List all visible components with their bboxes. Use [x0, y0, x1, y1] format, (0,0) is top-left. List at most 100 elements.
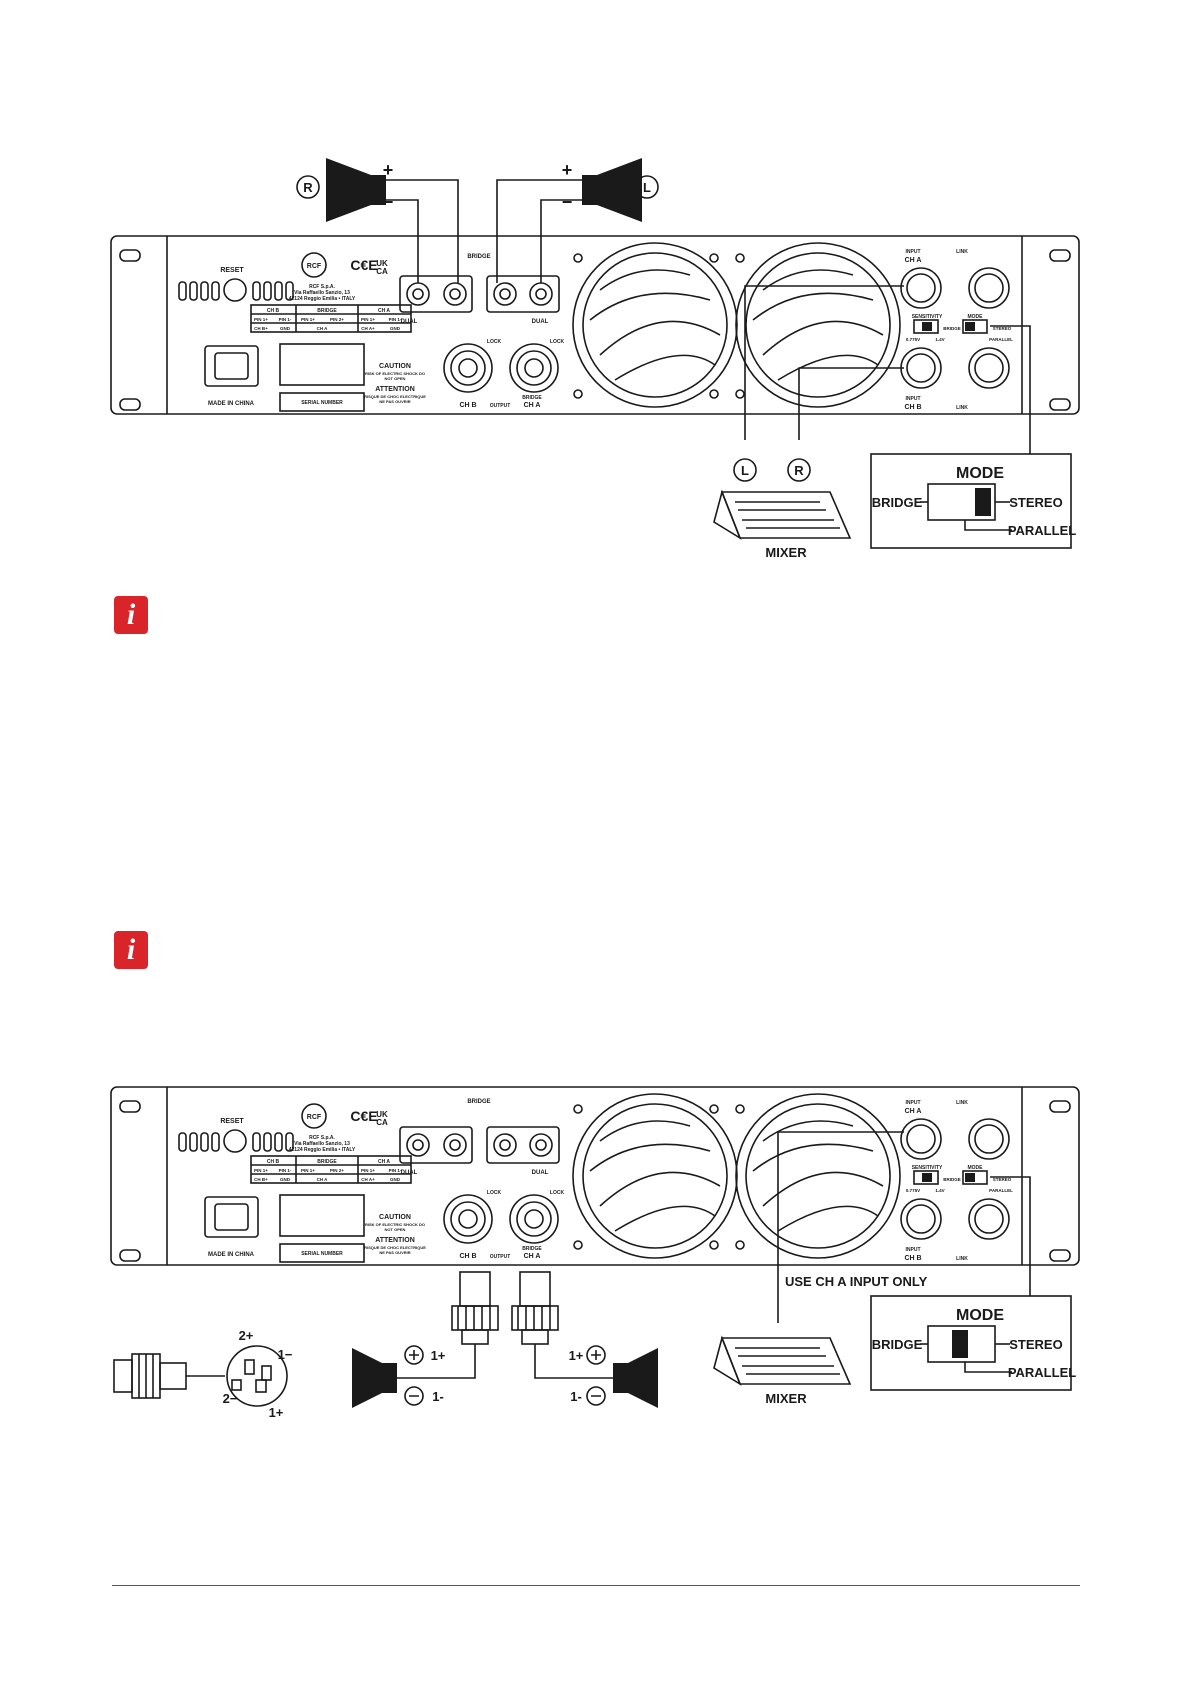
svg-text:42124 Reggio Emilia • ITALY: 42124 Reggio Emilia • ITALY [289, 1147, 356, 1153]
address-line: RCF S.p.A. [309, 284, 335, 290]
svg-text:0.775V: 0.775V [906, 337, 920, 342]
svg-text:LOCK: LOCK [487, 1190, 502, 1196]
mixer-label: MIXER [765, 1391, 807, 1406]
svg-text:STEREO: STEREO [993, 1177, 1012, 1182]
svg-text:INPUT: INPUT [906, 249, 921, 255]
speaker-cone-right-icon [628, 1348, 658, 1408]
dual-label: DUAL [532, 319, 549, 325]
mode-parallel-label: PARALLEL [1008, 523, 1076, 538]
svg-text:SERIAL NUMBER: SERIAL NUMBER [301, 1251, 343, 1257]
rack-hole-icon [119, 249, 141, 262]
stereo-wiring-diagram: R L + − + − RESET RCF RCF S.p.A. Via Raf… [110, 158, 1080, 560]
pin-1-minus-label: 1− [278, 1347, 293, 1362]
speakon-plug-right [511, 1271, 559, 1345]
svg-text:PIN 1+: PIN 1+ [301, 317, 315, 322]
mode-box-title: MODE [956, 465, 1004, 482]
svg-text:CH A: CH A [905, 1108, 922, 1115]
svg-text:BRIDGE: BRIDGE [522, 395, 542, 401]
dual-label: DUAL [401, 319, 418, 325]
ukca-mark: UK [376, 259, 388, 268]
rack-hole-icon [119, 1100, 141, 1113]
svg-text:GND: GND [280, 1177, 291, 1182]
speaker-left-minus-label: 1- [432, 1389, 444, 1404]
svg-text:LINK: LINK [956, 405, 968, 411]
svg-text:DUAL: DUAL [401, 1170, 418, 1176]
speaker-r-label: R [303, 180, 313, 195]
svg-text:INPUT: INPUT [906, 1100, 921, 1106]
serial-plate [279, 1243, 365, 1263]
speakon-pinout-icon [226, 1345, 288, 1407]
mode-switch [962, 319, 988, 334]
svg-text:RCF S.p.A.: RCF S.p.A. [309, 1135, 335, 1141]
speakon-output-ch-a [509, 343, 559, 393]
mixer-r-label: R [794, 463, 804, 478]
svg-text:RISQUE DE CHOC ELECTRIQUE: RISQUE DE CHOC ELECTRIQUE [364, 394, 426, 399]
ukca-mark: CA [376, 267, 388, 276]
rack-hole-icon [119, 398, 141, 411]
svg-text:STEREO: STEREO [993, 326, 1012, 331]
rcf-logo-text: RCF [307, 263, 322, 270]
xlr-input-ch-a [900, 267, 942, 309]
rack-hole-icon [119, 1249, 141, 1262]
svg-text:GND: GND [390, 326, 401, 331]
speaker-magnet-r [371, 175, 386, 205]
plus-label: + [562, 160, 573, 180]
svg-text:RISK OF ELECTRIC SHOCK DO: RISK OF ELECTRIC SHOCK DO [365, 371, 425, 376]
mode-box [870, 453, 1072, 549]
svg-text:MODE: MODE [968, 314, 984, 320]
ce-mark: C€E [350, 257, 377, 273]
use-ch-a-note: USE CH A INPUT ONLY [785, 1274, 928, 1289]
sensitivity-switch [913, 1170, 939, 1185]
svg-text:BRIDGE: BRIDGE [522, 1246, 542, 1252]
svg-text:NE PAS OUVRIR: NE PAS OUVRIR [379, 399, 410, 404]
svg-text:CH B: CH B [904, 404, 921, 411]
svg-text:PIN 2+: PIN 2+ [330, 1168, 344, 1173]
pin-2-minus-label: 2− [223, 1391, 238, 1406]
made-in-label: MADE IN CHINA [208, 401, 255, 407]
svg-text:PIN 1+: PIN 1+ [361, 1168, 375, 1173]
speaker-magnet-l [582, 175, 597, 205]
svg-text:CH A+: CH A+ [361, 326, 375, 331]
svg-text:CH B: CH B [267, 1159, 280, 1165]
svg-text:1.4V: 1.4V [935, 337, 944, 342]
cooling-fan-left [572, 1093, 738, 1259]
svg-text:PARALLEL: PARALLEL [989, 337, 1013, 342]
xlr-input-ch-b [900, 347, 942, 389]
svg-text:MADE IN CHINA: MADE IN CHINA [208, 1252, 255, 1258]
rcf-logo-icon [301, 252, 327, 278]
xlr-link-ch-a [968, 1118, 1010, 1160]
svg-text:BRIDGE: BRIDGE [467, 1099, 490, 1105]
speakon-plug-left [451, 1271, 499, 1345]
svg-text:1.4V: 1.4V [935, 1188, 944, 1193]
serial-plate [279, 392, 365, 412]
address-line: Via Raffaello Sanzio, 13 [294, 290, 350, 296]
rack-hole-icon [1049, 249, 1071, 262]
mode-box-title: MODE [956, 1307, 1004, 1324]
svg-text:Via Raffaello Sanzio, 13: Via Raffaello Sanzio, 13 [294, 1141, 350, 1147]
svg-text:SENSITIVITY: SENSITIVITY [912, 1165, 943, 1171]
mixer-label: MIXER [765, 545, 807, 560]
attention-label: ATTENTION [375, 386, 415, 393]
svg-text:C€E: C€E [350, 1108, 377, 1124]
svg-text:RCF: RCF [307, 1114, 322, 1121]
svg-text:INPUT: INPUT [906, 1247, 921, 1253]
svg-text:BRIDGE: BRIDGE [317, 1159, 337, 1165]
mode-box [870, 1295, 1072, 1391]
xlr-link-ch-b [968, 347, 1010, 389]
svg-text:CH B: CH B [459, 402, 476, 409]
vent-slots-right [252, 1132, 294, 1152]
svg-text:CH A: CH A [378, 1159, 390, 1165]
xlr-input-ch-b [900, 1198, 942, 1240]
speakon-plug-side-icon [113, 1353, 225, 1399]
power-inlet [204, 345, 259, 387]
svg-text:SENSITIVITY: SENSITIVITY [912, 314, 943, 320]
svg-text:PIN 1-: PIN 1- [279, 1168, 292, 1173]
svg-text:PIN 2+: PIN 2+ [330, 317, 344, 322]
address-line: 42124 Reggio Emilia • ITALY [289, 296, 356, 302]
reset-label: RESET [220, 267, 244, 274]
mode-parallel-label: PARALLEL [1008, 1365, 1076, 1380]
info-icon: i [114, 596, 148, 634]
mode-bridge-label: BRIDGE [872, 495, 923, 510]
speaker-l-label: L [643, 180, 651, 195]
vent-slots-right [252, 281, 294, 301]
